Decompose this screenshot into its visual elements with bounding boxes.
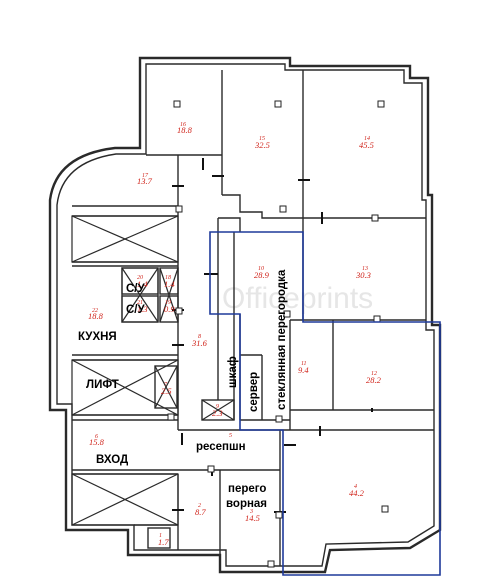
columns — [167, 100, 389, 568]
room-area: 2.3 — [212, 408, 223, 418]
room-area: 28.9 — [254, 270, 270, 280]
room-number: 10 — [258, 266, 264, 272]
glass-partition-label: стеклянная перегородка — [276, 269, 288, 410]
room-number: 8 — [198, 334, 201, 340]
room-area: 1.4 — [164, 279, 175, 289]
room-number: 3 — [249, 509, 253, 515]
highlight-outline — [209, 231, 441, 576]
room-area: 30.3 — [355, 270, 371, 280]
room-area: 13.7 — [137, 176, 153, 186]
server-label: сервер — [248, 372, 260, 412]
room-area: 18.8 — [88, 311, 104, 321]
room-number: 17 — [142, 173, 149, 179]
room-number: 20 — [137, 275, 143, 281]
room-number: 1 — [159, 533, 162, 539]
room-number: 18 — [165, 275, 171, 281]
room-number: 4 — [354, 483, 357, 490]
reception-label: ресепшн — [196, 441, 246, 453]
room-number: 7 — [164, 382, 168, 388]
room-number: 11 — [301, 361, 307, 367]
room-number: 14 — [364, 135, 370, 142]
shaft-crosses — [71, 215, 235, 526]
room-labels: 16 18.8 15 32.5 14 45.5 17 13.7 10 28.9 … — [88, 122, 382, 547]
watermark: Officeprints — [222, 282, 373, 315]
room-area: 1.3 — [137, 304, 148, 314]
room-area: 9.4 — [298, 365, 309, 375]
room-number: 12 — [371, 371, 377, 377]
room-area: 15.8 — [89, 437, 105, 447]
wc-label-1: С/У — [126, 283, 146, 295]
room-area: 14.5 — [245, 513, 260, 523]
room-number: 15 — [259, 136, 265, 142]
room-area: 45.5 — [359, 140, 374, 150]
room-area: 8.7 — [195, 507, 206, 517]
room-area: 2.5 — [161, 386, 172, 396]
room-names: С/У С/У КУХНЯ ЛИФТ ВХОД ресепшн перего в… — [78, 269, 288, 510]
room-area: 18.8 — [177, 125, 193, 135]
room-area: 28.2 — [366, 375, 382, 385]
room-area: 32.5 — [254, 140, 270, 150]
meeting-room-label-2: ворная — [226, 498, 267, 510]
room-area: 44.2 — [349, 488, 365, 498]
room-number: 16 — [180, 122, 186, 128]
door-marks — [172, 158, 373, 513]
outer-wall — [48, 56, 442, 574]
wardrobe-label: шкаф — [227, 356, 239, 388]
room-number: 5 — [229, 433, 232, 439]
kitchen-label: КУХНЯ — [78, 331, 117, 343]
room-number: 9 — [216, 404, 219, 410]
room-number: 21 — [137, 300, 143, 306]
lift-label: ЛИФТ — [86, 379, 119, 391]
room-number: 6 — [95, 434, 98, 440]
room-number: 22 — [92, 308, 98, 314]
room-area: 1.4 — [137, 279, 148, 289]
room-number: 13 — [362, 266, 368, 272]
wc-label-2: С/У — [126, 304, 146, 316]
room-number: 19 — [165, 300, 171, 306]
room-area: 1.7 — [158, 537, 169, 547]
room-area: 0.9 — [164, 304, 175, 314]
room-number: 2 — [198, 503, 201, 509]
room-area: 31.6 — [191, 338, 208, 348]
entrance-label: ВХОД — [96, 454, 128, 466]
meeting-room-label-1: перего — [228, 483, 266, 495]
